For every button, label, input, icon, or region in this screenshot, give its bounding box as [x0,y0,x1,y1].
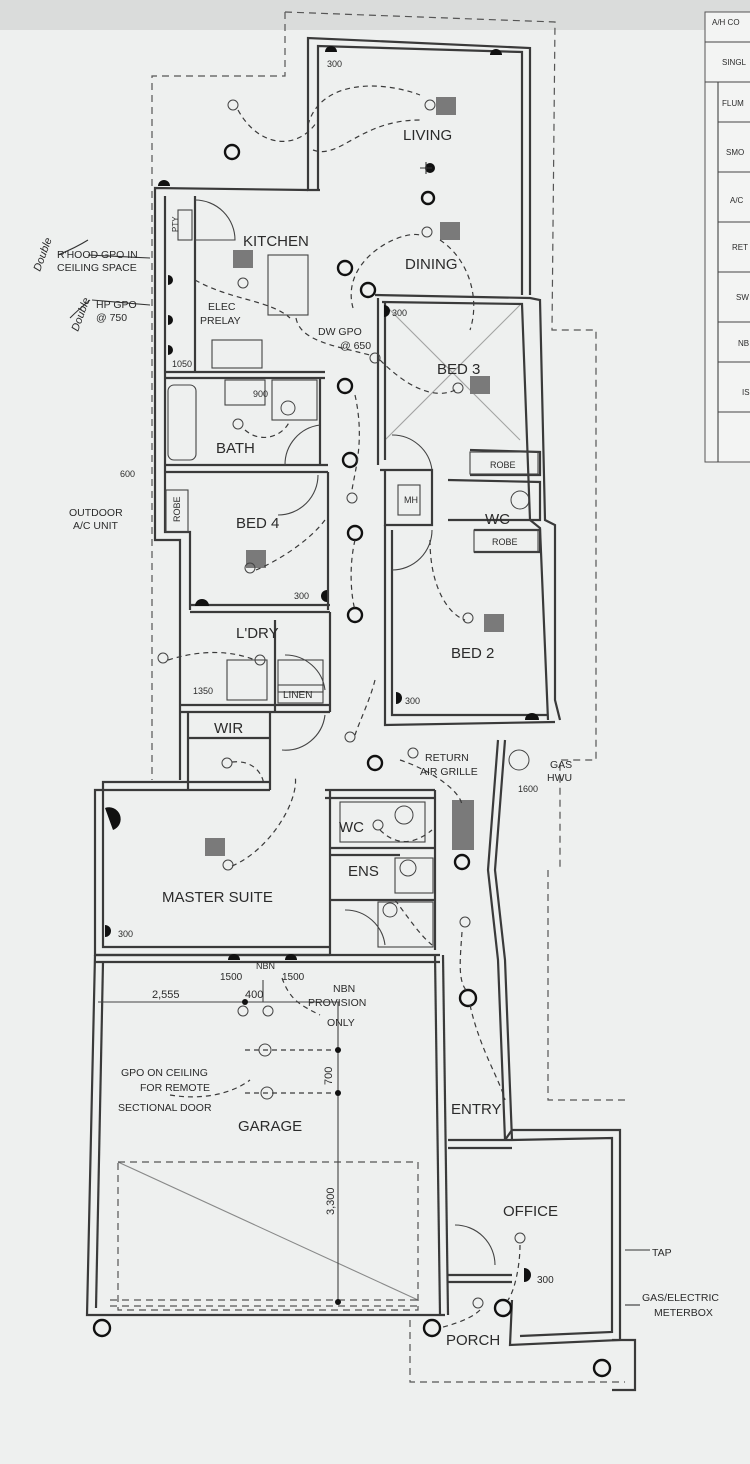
dim-2555: 2,555 [152,989,180,1001]
note-dw-gpo-height: @ 650 [340,340,371,352]
legend-row-2: FLUM [722,99,744,108]
note-rhood-gpo-line1: R'HOOD GPO IN [57,249,138,261]
room-label-garage: GARAGE [238,1118,302,1135]
legend-row-6: SW [736,293,749,302]
dim-600-hidden: 600 [320,337,335,347]
note-elec-prelay-line2: PRELAY [200,315,241,327]
wall-light-markers [105,46,539,1282]
dim-1050: 1050 [172,359,192,369]
room-label-entry: ENTRY [451,1101,502,1118]
room-label-robe-bed3: ROBE [490,460,516,470]
room-label-bath: BATH [216,440,255,457]
light-point-symbols [157,99,530,1309]
ceiling-fan-markers [205,97,504,856]
note-outdoor-ac-line2: A/C UNIT [73,520,119,532]
dim-office-300: 300 [537,1275,554,1286]
note-gpo-ceiling-line1: GPO ON CEILING [121,1067,208,1079]
note-elec-prelay-line1: ELEC [208,301,236,313]
room-label-porch: PORCH [446,1332,500,1349]
room-label-master-suite: MASTER SUITE [162,889,273,906]
note-outdoor-ac-line1: OUTDOOR [69,507,123,519]
dim-living-300: 300 [327,59,342,69]
dim-master-300: 300 [118,929,133,939]
building-walls [85,36,637,1392]
note-meterbox-line1: GAS/ELECTRIC [642,1292,719,1304]
note-return-air-line2: AIR GRILLE [420,766,478,778]
dim-1500-left: 1500 [220,972,243,983]
dim-1500-right: 1500 [282,972,305,983]
room-label-wir: WIR [214,720,243,737]
note-tap: TAP [652,1247,672,1259]
room-label-robe-bed2: ROBE [492,537,518,547]
room-label-bed4: BED 4 [236,515,279,532]
handwritten-marks [57,162,650,1306]
note-dw-gpo: DW GPO [318,326,362,338]
note-gpo-ceiling-line3: SECTIONAL DOOR [118,1102,212,1114]
legend-row-7: NB [738,339,749,348]
dim-3300: 3,300 [325,1187,337,1215]
dim-700: 700 [323,1067,335,1085]
downlight-circles [92,143,612,1378]
note-nbn-box: NBN [256,961,275,971]
note-nbn-provision-line3: ONLY [327,1017,355,1029]
switch-circuits [167,85,521,1329]
room-label-kitchen: KITCHEN [243,233,309,250]
room-label-robe-bed4: ROBE [172,496,182,522]
room-label-laundry: L'DRY [236,625,279,642]
legend-row-5: RET [732,243,748,252]
note-nbn-provision-line1: NBN [333,983,355,995]
room-label-bed3: BED 3 [437,361,480,378]
room-label-bed2: BED 2 [451,645,494,662]
eave-outline [151,11,625,1383]
note-nbn-provision-line2: PROVISION [308,997,366,1009]
legend-row-3: SMO [726,148,744,157]
room-label-ensuite: ENS [348,863,379,880]
note-return-air-line1: RETURN [425,752,469,764]
room-label-ensuite-wc: WC [339,819,364,836]
dim-1350: 1350 [193,686,213,696]
dim-bed3-300: 300 [392,308,407,318]
note-gas-hwu-line1: GAS [550,759,572,771]
exhaust-fan-symbols [280,400,530,918]
legend-row-8: IS [742,388,750,397]
dim-400: 400 [245,989,263,1001]
legend-row-4: A/C [730,196,744,205]
note-gpo-ceiling-line2: FOR REMOTE [140,1082,210,1094]
dim-bed4-300: 300 [294,591,309,601]
room-label-wc: WC [485,511,510,528]
room-label-pantry: PTY [171,216,180,232]
room-label-dining: DINING [405,256,458,273]
note-rhood-gpo-line2: CEILING SPACE [57,262,137,274]
room-label-office: OFFICE [503,1203,558,1220]
garage-dimension-lines [98,980,341,1305]
ceiling-cross-lines [384,304,521,441]
dim-600: 600 [120,469,135,479]
note-hp-gpo-line1: HP GPO [96,299,137,311]
fixtures [165,209,539,948]
door-swings [194,199,496,1266]
note-hp-gpo-line2: @ 750 [96,312,127,324]
room-label-linen: LINEN [283,690,312,701]
garage-door-outline [110,1161,420,1311]
dim-bed2-300: 300 [405,696,420,706]
note-meterbox-line2: METERBOX [654,1307,713,1319]
legend-table: A/H CO SINGL FLUM SMO A/C RET SW NB IS [704,11,750,463]
dim-900: 900 [253,389,268,399]
legend-row-1: SINGL [722,58,747,67]
dim-1600: 1600 [518,784,538,794]
legend-row-0: A/H CO [712,18,740,27]
room-label-living: LIVING [403,127,452,144]
note-gas-hwu-line2: HWU [547,772,572,784]
room-label-manhole: MH [404,495,418,505]
